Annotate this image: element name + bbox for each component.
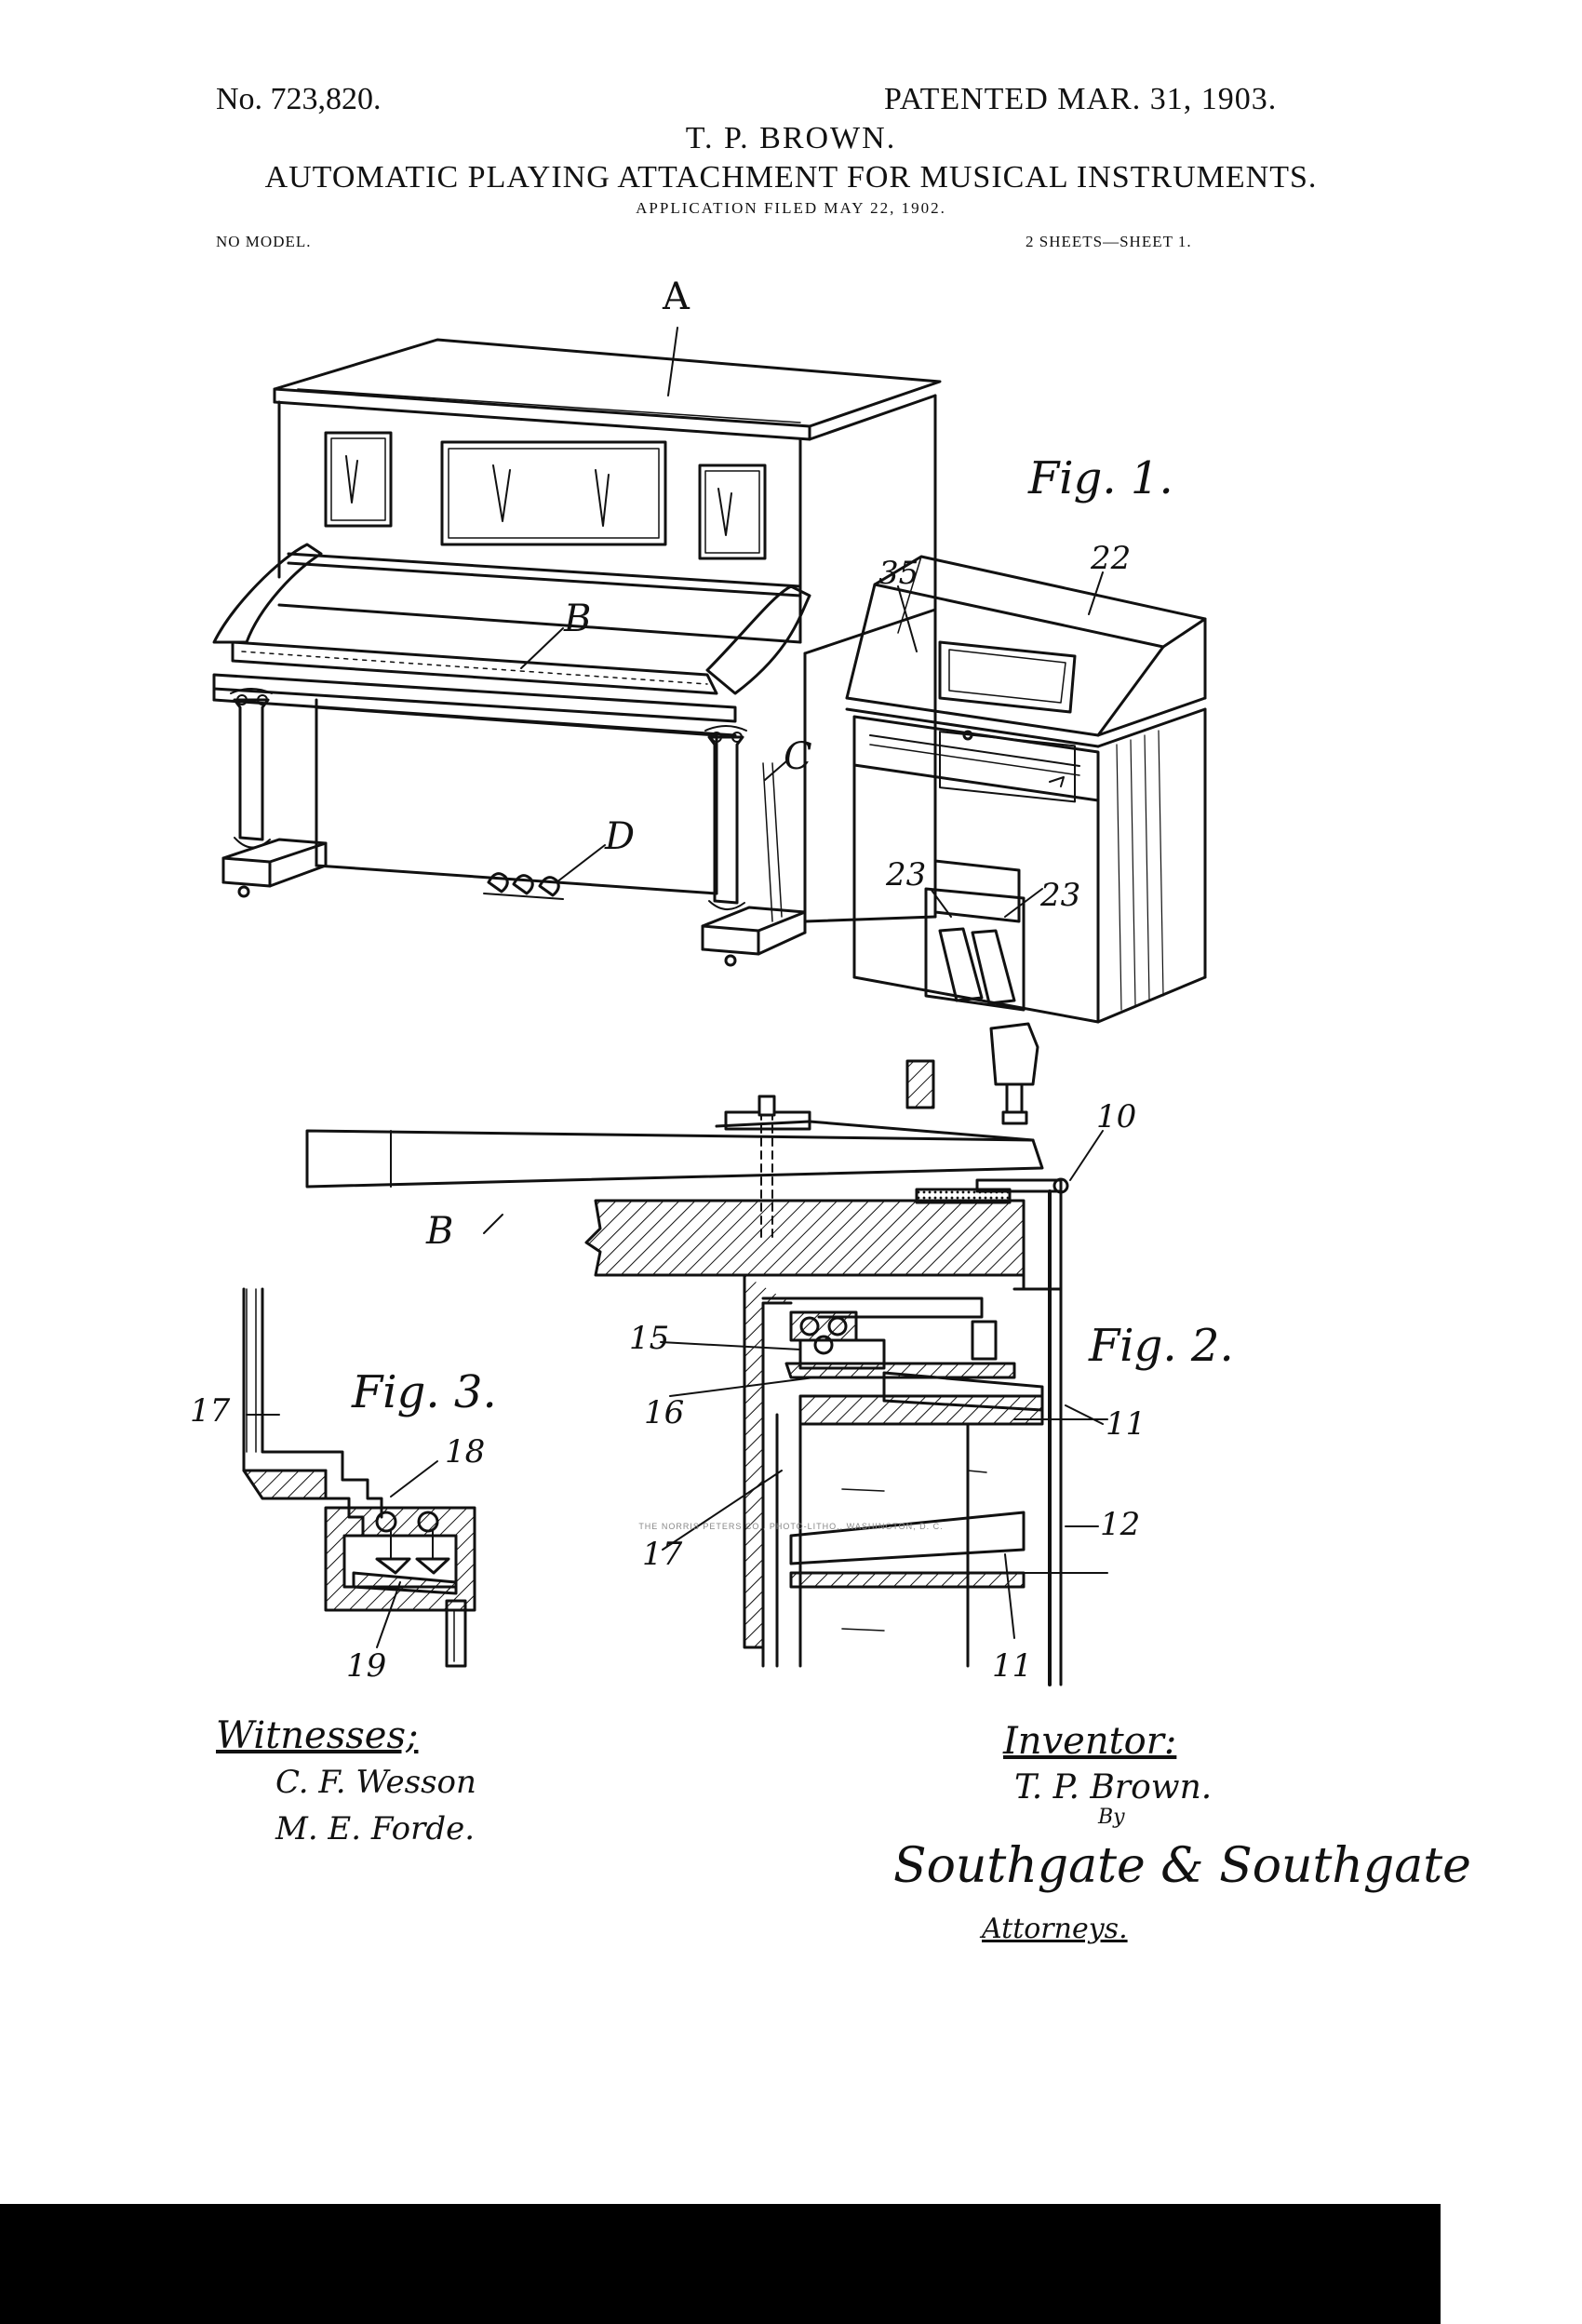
fig1-label-35: 35 [878, 555, 919, 592]
fig2-label-b: B [426, 1210, 454, 1253]
inventor-signature: T. P. Brown. [1014, 1768, 1213, 1807]
fig1-piano-drawing [212, 327, 942, 967]
fig2-label-11a: 11 [1106, 1405, 1146, 1443]
fig3-caption: Fig. 3. [352, 1366, 497, 1418]
attorneys-signature: Southgate & Southgate [893, 1838, 1471, 1894]
fig1-caption: Fig. 1. [1028, 452, 1173, 504]
sheet-count: 2 SHEETS—SHEET 1. [1026, 233, 1192, 250]
application-filed: APPLICATION FILED MAY 22, 1902. [636, 199, 946, 217]
fig2-label-12: 12 [1100, 1506, 1141, 1543]
inventor-label: Inventor: [1003, 1720, 1177, 1763]
fig2-label-15: 15 [629, 1320, 670, 1357]
printer-imprint: THE NORRIS PETERS CO., PHOTO-LITHO., WAS… [638, 1522, 944, 1531]
fig1-label-23b: 23 [1040, 877, 1081, 914]
attorneys-label: Attorneys. [982, 1913, 1128, 1945]
fig3-label-18: 18 [445, 1433, 486, 1471]
fig1-label-23a: 23 [886, 856, 927, 893]
fig1-cabinet-drawing [845, 555, 1207, 1024]
fig1-label-c: C [784, 735, 812, 778]
fig2-label-11b: 11 [992, 1647, 1033, 1685]
fig3-valve-drawing [242, 1287, 476, 1668]
witnesses-label: Witnesses; [216, 1714, 419, 1757]
fig2-section-drawing [305, 1022, 1108, 1686]
fig2-caption: Fig. 2. [1089, 1320, 1234, 1372]
fig1-label-b: B [564, 598, 592, 640]
model-note: NO MODEL. [216, 233, 312, 250]
fig1-label-d: D [605, 815, 636, 858]
patent-title: AUTOMATIC PLAYING ATTACHMENT FOR MUSICAL… [264, 160, 1318, 195]
fig2-label-16: 16 [644, 1394, 685, 1431]
fig2-label-17: 17 [642, 1536, 683, 1573]
by-label: By [1098, 1806, 1125, 1829]
fig3-label-19: 19 [346, 1647, 387, 1685]
patented-date: PATENTED MAR. 31, 1903. [884, 82, 1278, 116]
patent-number: No. 723,820. [216, 82, 382, 116]
witness-1-signature: C. F. Wesson [275, 1764, 476, 1801]
scan-border-bar [0, 2204, 1441, 2324]
fig2-label-10: 10 [1096, 1098, 1137, 1135]
fig1-label-22: 22 [1091, 540, 1132, 577]
witness-2-signature: M. E. Forde. [275, 1810, 476, 1847]
fig3-label-17: 17 [190, 1392, 231, 1430]
inventor-heading: T. P. BROWN. [685, 121, 897, 155]
fig1-label-a: A [663, 275, 690, 318]
